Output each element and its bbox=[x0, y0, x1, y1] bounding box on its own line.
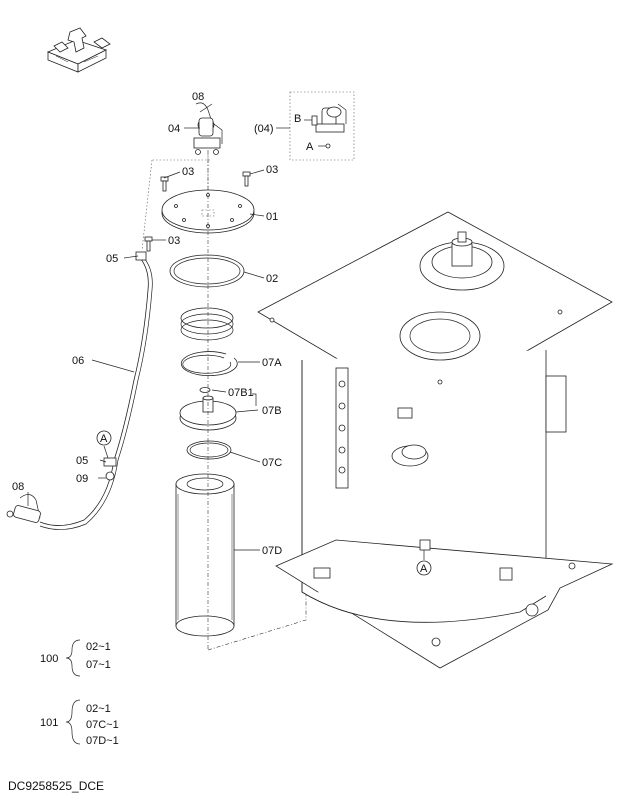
kit-100-id: 100 bbox=[40, 653, 58, 665]
seal-ring-02 bbox=[169, 254, 245, 288]
spring-element bbox=[180, 307, 234, 341]
bolt-03-mid bbox=[144, 236, 153, 252]
callout-A-left-text: A bbox=[100, 433, 108, 445]
o-ring-07C bbox=[186, 440, 232, 460]
callout-07D: 07D bbox=[262, 545, 282, 557]
callout-07B1: 07B1 bbox=[228, 387, 254, 399]
snap-ring-07A bbox=[180, 351, 238, 376]
kit-brace-101 bbox=[65, 699, 81, 745]
callout-01: 01 bbox=[266, 211, 278, 223]
callout-circle-A-left bbox=[96, 430, 112, 446]
kit-brace-100 bbox=[65, 639, 81, 677]
kit-101-id: 101 bbox=[40, 717, 58, 729]
callout-07C: 07C bbox=[262, 457, 282, 469]
callout-05-lower: 05 bbox=[76, 455, 88, 467]
callout-07A: 07A bbox=[262, 357, 282, 369]
callout-B: B bbox=[294, 113, 301, 125]
callout-02: 02 bbox=[266, 273, 278, 285]
hydraulic-tank bbox=[257, 211, 614, 669]
filter-element-07D bbox=[175, 473, 235, 637]
callout-03-right: 03 bbox=[266, 164, 278, 176]
callout-A-top: A bbox=[306, 141, 314, 153]
drawing-code: DC9258525_DCE bbox=[8, 779, 104, 793]
bolt-03-right bbox=[242, 171, 251, 187]
callout-07B: 07B bbox=[262, 405, 282, 417]
callout-04: 04 bbox=[168, 123, 180, 135]
detail-inset-box bbox=[276, 91, 355, 161]
kit-101-item-1: 02~1 bbox=[86, 703, 111, 715]
callout-08-left: 08 bbox=[12, 481, 24, 493]
callout-08-top: 08 bbox=[192, 91, 204, 103]
callout-04-paren: (04) bbox=[254, 123, 274, 135]
callout-05-top: 05 bbox=[106, 253, 118, 265]
callout-A-tank-text: A bbox=[420, 563, 428, 575]
callout-circle-A-tank bbox=[416, 560, 432, 576]
kit-101-item-2: 07C~1 bbox=[86, 719, 119, 731]
leader-lines bbox=[27, 103, 425, 560]
callout-03-left: 03 bbox=[182, 166, 194, 178]
orientation-arrow-icon bbox=[46, 27, 111, 73]
callout-09: 09 bbox=[76, 473, 88, 485]
kit-100-item-1: 02~1 bbox=[86, 641, 111, 653]
component-08-left bbox=[6, 494, 41, 523]
hose-06 bbox=[39, 257, 153, 530]
component-04-08 bbox=[193, 102, 223, 190]
bolt-03-left bbox=[160, 176, 169, 192]
kit-100-item-2: 07~1 bbox=[86, 659, 111, 671]
callout-06: 06 bbox=[72, 355, 84, 367]
callout-03-mid: 03 bbox=[168, 235, 180, 247]
kit-101-item-3: 07D~1 bbox=[86, 735, 119, 747]
